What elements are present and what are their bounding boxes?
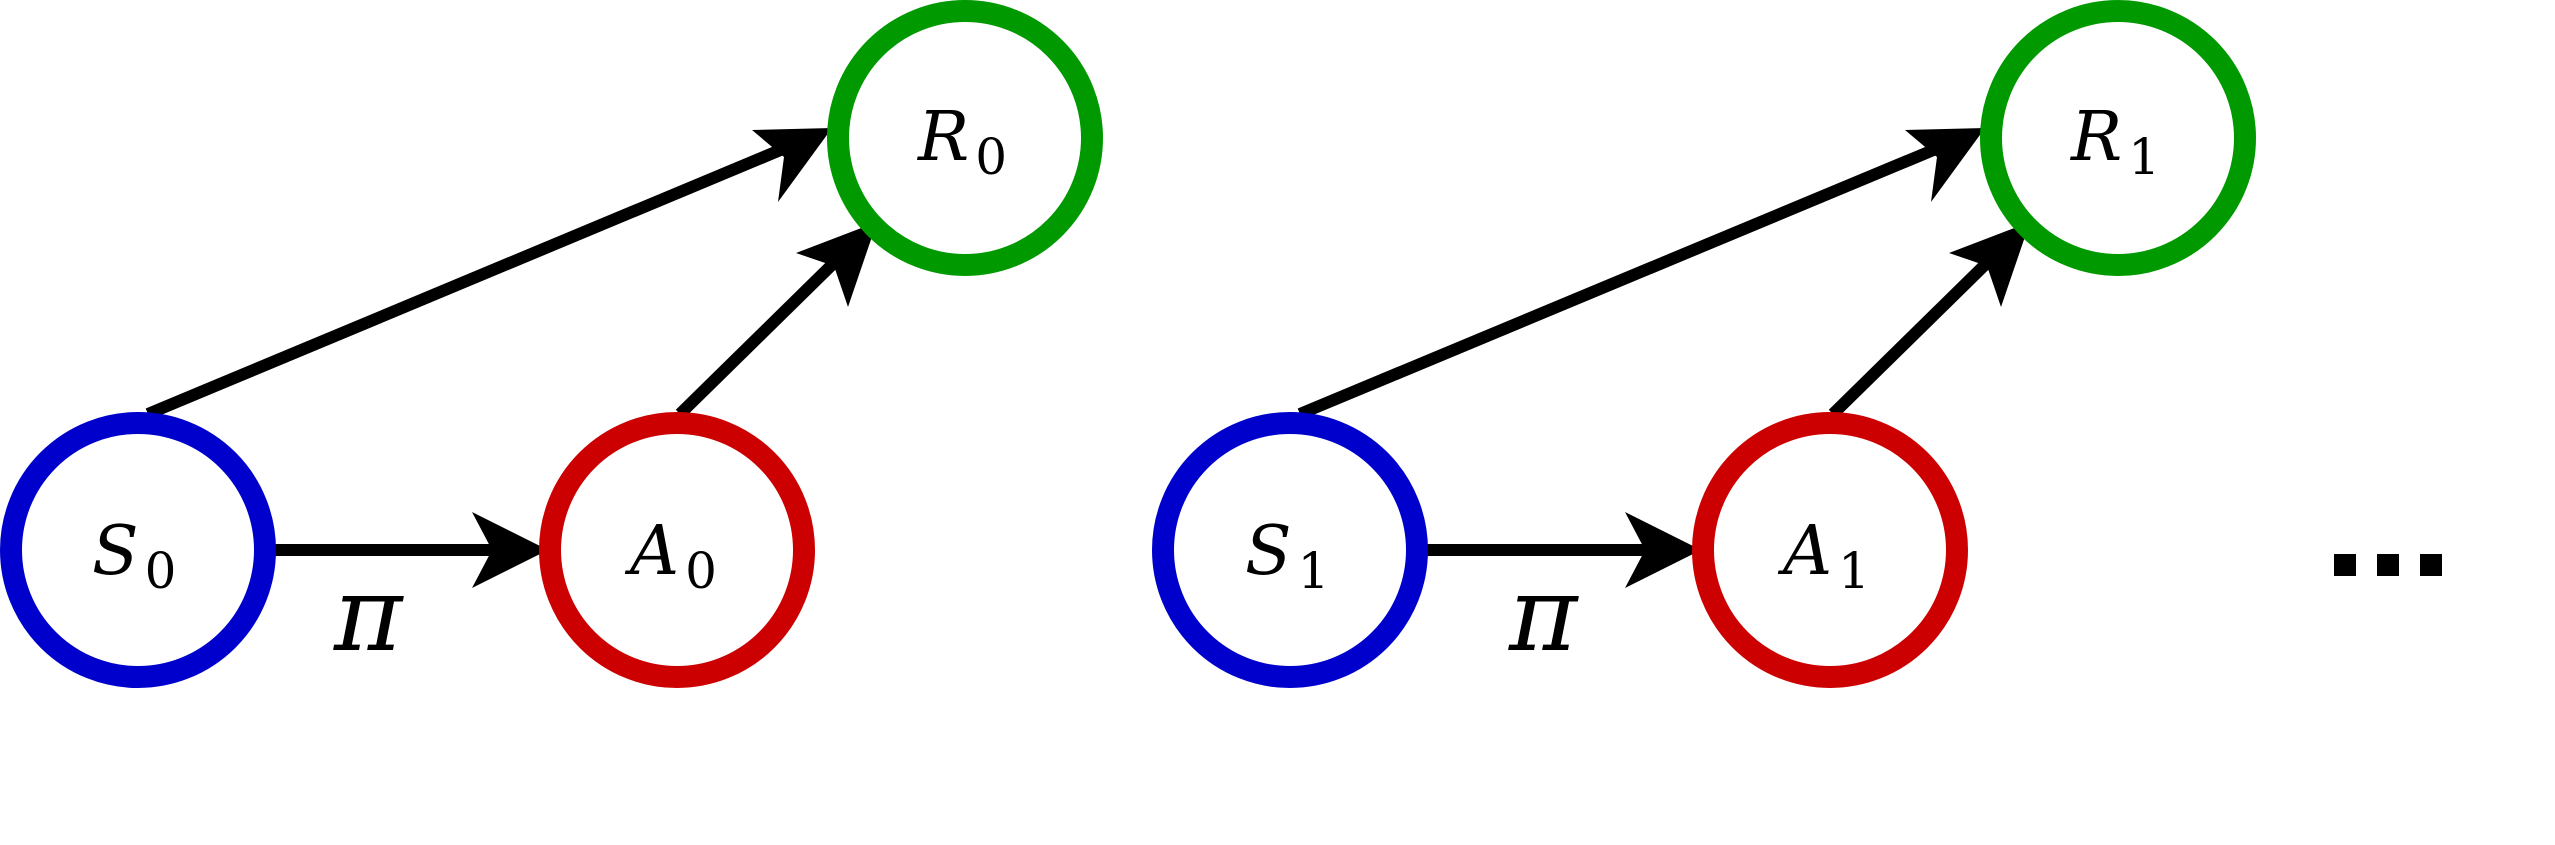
arrowhead-state0-to-action0: [472, 512, 548, 588]
arrowhead-state1-to-action1: [1625, 512, 1701, 588]
policy-label-1: π: [1508, 553, 1579, 675]
reward-node-0: [827, 0, 1103, 276]
state-node-0: [0, 412, 276, 688]
ellipsis-dot-1: [2334, 554, 2356, 576]
arrowhead-state1-to-reward1: [1905, 128, 1985, 202]
state-node-1: [1152, 412, 1428, 688]
continuation-ellipsis: [2334, 554, 2442, 576]
edge-state0-to-reward0: [145, 140, 793, 420]
action-node-1: [1692, 412, 1968, 688]
reward-node-1: [1980, 0, 2256, 276]
policy-label-0: π: [333, 553, 404, 675]
arrowhead-action1-to-reward1: [1949, 222, 2030, 307]
ellipsis-dot-2: [2377, 554, 2399, 576]
edge-action0-to-reward0: [675, 247, 850, 419]
arrowhead-state0-to-reward0: [752, 128, 832, 202]
ellipsis-dot-3: [2420, 554, 2442, 576]
edge-action1-to-reward1: [1828, 247, 2003, 419]
action-node-0: [539, 412, 815, 688]
arrowhead-action0-to-reward0: [796, 222, 877, 307]
edge-state1-to-reward1: [1297, 140, 1946, 420]
